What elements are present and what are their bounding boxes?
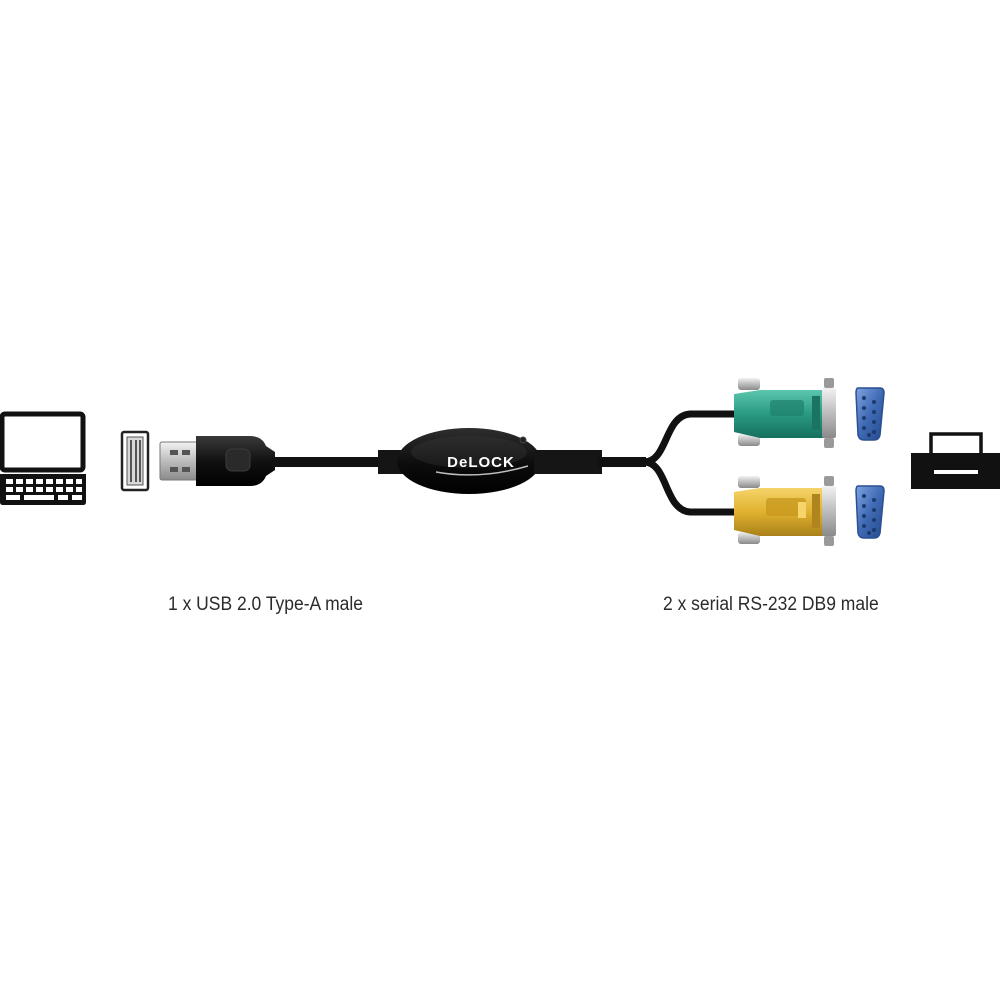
usb-port-icon: [120, 430, 150, 492]
usb-connector-caption: 1 x USB 2.0 Type-A male: [168, 594, 363, 615]
cable-right: [598, 457, 646, 467]
cable-split-lower: [643, 458, 740, 516]
cable-left: [272, 457, 384, 467]
serial-connector-caption: 2 x serial RS-232 DB9 male: [663, 594, 879, 615]
usb-connector: [159, 436, 275, 486]
converter-module: DeLOCK: [397, 428, 541, 494]
cable-strain-relief-left: [378, 450, 404, 474]
cable-strain-relief-right: [534, 450, 602, 474]
db9-yellow-connector: [734, 476, 836, 546]
db9-green-connector: [734, 378, 836, 448]
serial-port-icon: [855, 387, 885, 441]
laptop-icon: [0, 411, 86, 505]
serial-port-icon: [855, 485, 885, 539]
cable-split-upper: [643, 410, 740, 466]
delock-logo: DeLOCK: [447, 454, 515, 471]
printer-icon: [911, 432, 1000, 489]
